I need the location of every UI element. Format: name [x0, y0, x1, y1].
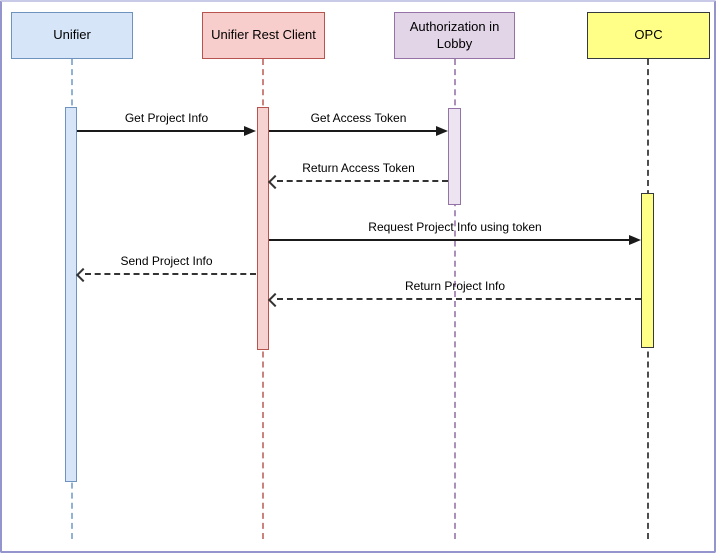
message-line — [77, 130, 245, 132]
filled-arrowhead-icon — [244, 126, 256, 136]
participant-label-unifier: Unifier — [53, 27, 91, 43]
participant-label-authorization-in-lobby: Authorization in Lobby — [409, 19, 500, 51]
message-return-access-token: Return Access Token — [267, 161, 448, 190]
participant-box-opc: OPC — [587, 12, 710, 59]
message-line — [277, 298, 641, 300]
participant-box-authorization-in-lobby: Authorization in Lobby — [394, 12, 515, 59]
activation-bar-opc — [641, 193, 654, 348]
participant-label-unifier-rest-client: Unifier Rest Client — [211, 27, 316, 43]
message-send-project-info: Send Project Info — [75, 254, 256, 283]
participant-box-unifier-rest-client: Unifier Rest Client — [202, 12, 325, 59]
message-label: Return Access Token — [302, 161, 415, 175]
message-line — [85, 273, 256, 275]
message-label: Get Access Token — [310, 111, 407, 125]
message-label: Get Project Info — [124, 111, 209, 125]
message-get-access-token: Get Access Token — [269, 111, 448, 136]
message-request-project-info-using-token: Request Project Info using token — [269, 220, 641, 245]
participant-label-opc: OPC — [634, 27, 663, 43]
message-return-project-info: Return Project Info — [267, 279, 641, 308]
message-get-project-info: Get Project Info — [77, 111, 256, 136]
open-arrowhead-icon — [267, 174, 283, 190]
filled-arrowhead-icon — [629, 235, 641, 245]
open-arrowhead-icon — [267, 292, 283, 308]
message-line — [269, 239, 630, 241]
activation-bar-unifier — [65, 107, 77, 482]
filled-arrowhead-icon — [436, 126, 448, 136]
activation-bar-unifier-rest-client — [257, 107, 269, 350]
message-label: Return Project Info — [404, 279, 506, 293]
activation-bar-authorization-in-lobby — [448, 108, 461, 205]
open-arrowhead-icon — [75, 267, 91, 283]
participant-box-unifier: Unifier — [11, 12, 133, 59]
message-label: Send Project Info — [120, 254, 213, 268]
message-line — [269, 130, 437, 132]
message-line — [277, 180, 448, 182]
message-label: Request Project Info using token — [368, 220, 542, 234]
